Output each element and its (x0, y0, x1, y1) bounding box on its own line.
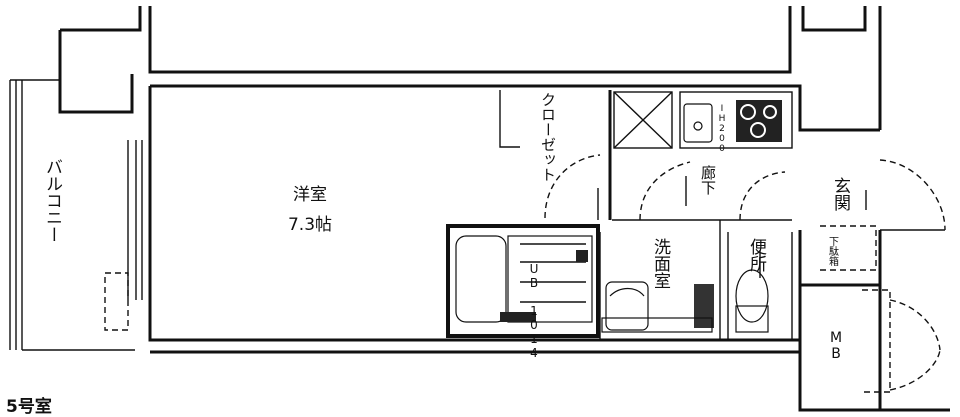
balcony (9, 79, 143, 351)
closet-label: クローゼット (539, 92, 557, 182)
stove-note: IH200 (717, 104, 727, 154)
outer-walls (58, 6, 950, 412)
toilet-label: 便所 (746, 238, 767, 272)
meter-box (862, 289, 941, 393)
shoe-box-label: 下駄箱 (827, 236, 839, 267)
western-room-size: 7.3帖 (288, 215, 332, 235)
entrance-label: 玄関 (830, 177, 850, 211)
toilet (727, 232, 793, 340)
washroom-label: 洗面室 (650, 238, 671, 289)
unit-bath (446, 224, 600, 338)
corridor-label: 廊下 (699, 165, 717, 195)
unit-bath-label: UB 1014 (527, 262, 541, 360)
labels: 洋室 7.3帖 クローゼット 廊下 玄関 下駄箱 洗面室 便所 UB 1014 … (42, 92, 850, 362)
balcony-label: バルコニー (42, 158, 62, 243)
kitchen (613, 91, 793, 149)
closet (499, 90, 612, 220)
meter-box-label: MB (828, 330, 844, 362)
entrance (820, 159, 946, 271)
washroom (601, 281, 714, 333)
unit-number-label: 5号室 (6, 397, 52, 417)
western-room-name: 洋室 (293, 185, 327, 205)
